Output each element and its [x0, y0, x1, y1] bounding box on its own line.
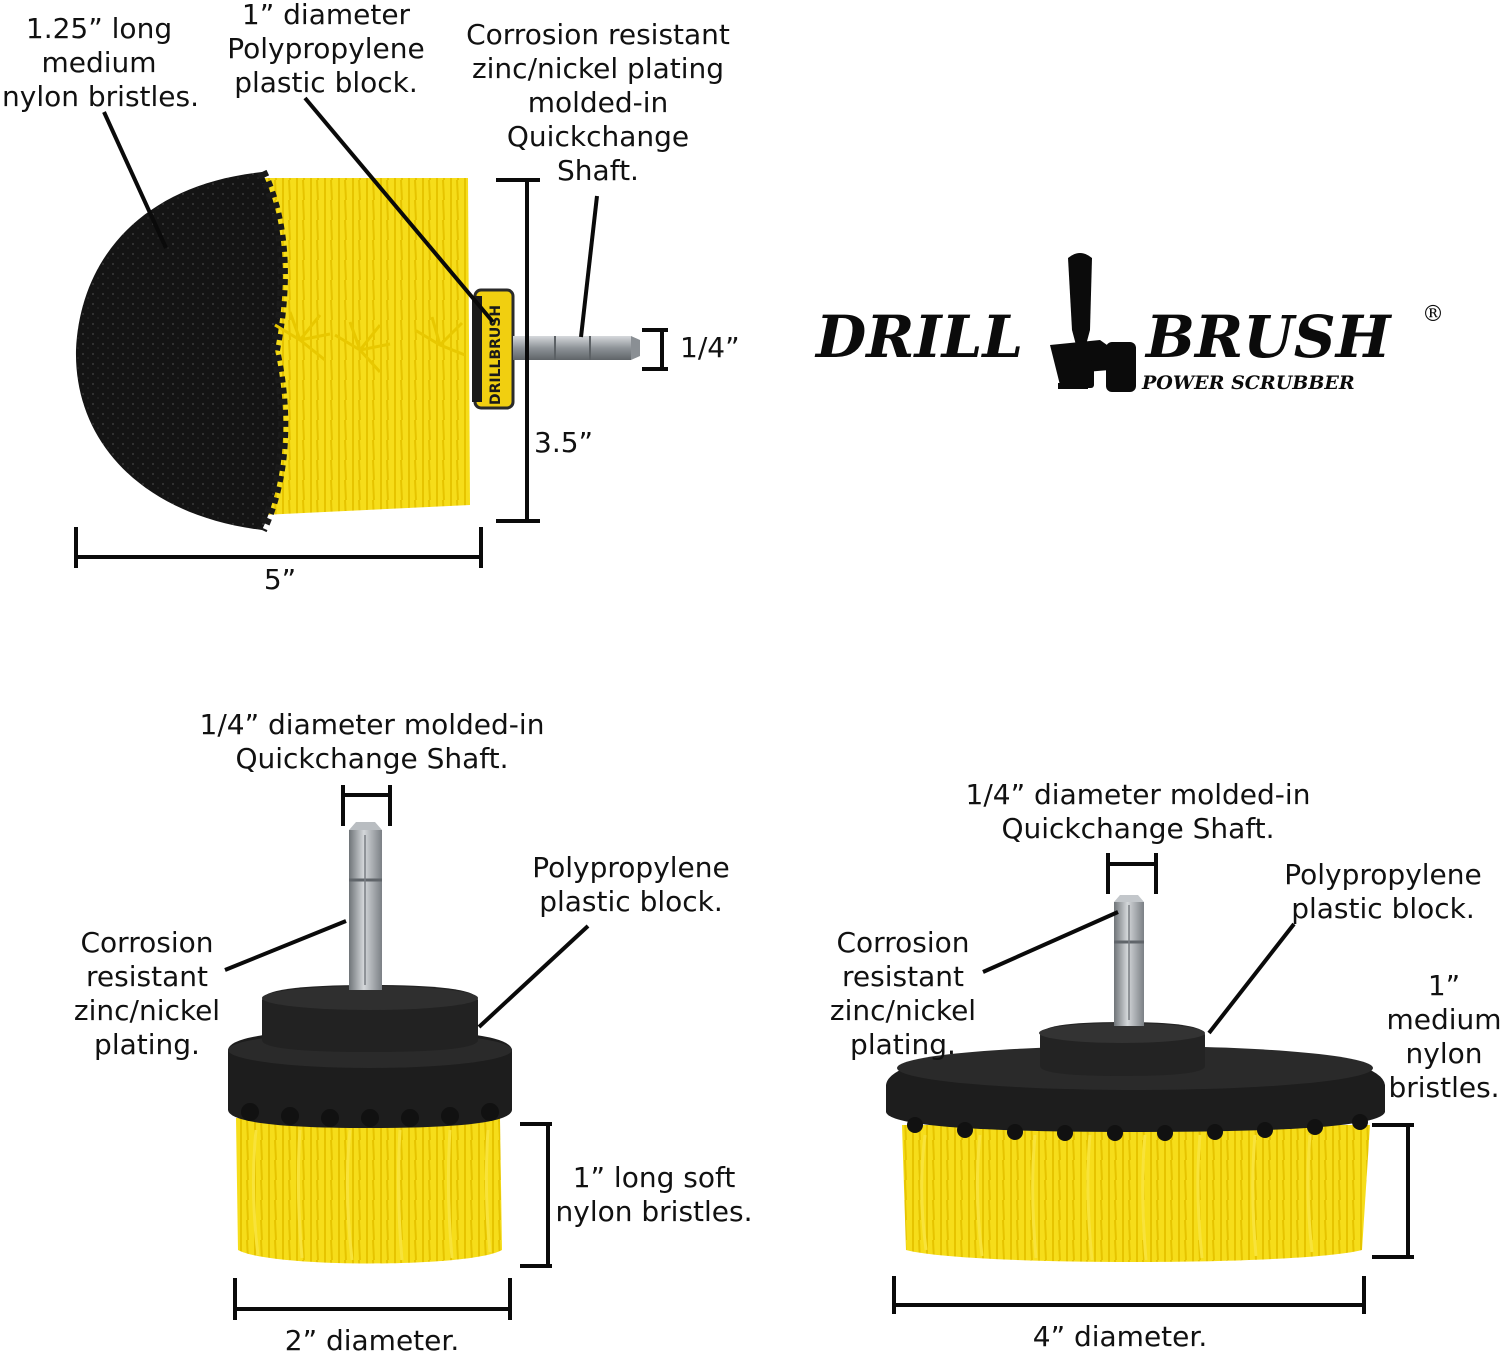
small-brush-bristles	[236, 1118, 502, 1264]
large-plating-label: Corrosion resistant zinc/nickel plating.	[829, 926, 977, 1061]
small-drill-brush	[228, 822, 512, 1264]
small-shaft-label: 1/4” diameter molded-in Quickchange Shaf…	[199, 708, 545, 775]
top-brush-black-bristles	[75, 172, 284, 530]
logo-word-brush: BRUSH	[1146, 303, 1391, 371]
logo-word-drill: DRILL	[816, 303, 1024, 371]
top-brush-imprint: DRILLBRUSH	[488, 305, 504, 405]
small-plating-label: Corrosion resistant zinc/nickel plating.	[73, 926, 221, 1061]
top-drill-brush: DRILLBRUSH	[75, 169, 640, 533]
logo-tagline: POWER SCRUBBER	[1142, 372, 1355, 394]
small-block-label: Polypropylene plastic block.	[532, 851, 730, 918]
top-width-dimension: 5”	[263, 563, 297, 596]
large-bristle-label: 1” medium nylon bristles.	[1386, 969, 1500, 1104]
large-shaft-label: 1/4” diameter molded-in Quickchange Shaf…	[965, 778, 1311, 845]
small-brush-dimensions	[224, 785, 590, 1320]
top-brush-dimensions	[74, 96, 668, 568]
top-shaft-dimension: 1/4”	[680, 331, 740, 364]
drill-brush-logo-icon	[1050, 253, 1136, 392]
top-shaft-label: Corrosion resistant zinc/nickel plating …	[466, 18, 730, 187]
large-diameter-label: 4” diameter.	[1032, 1320, 1208, 1353]
large-drill-brush	[886, 895, 1385, 1262]
top-bristle-label: 1.25” long medium nylon bristles.	[2, 12, 199, 113]
top-brush-shaft	[513, 336, 631, 360]
logo-registered-mark: ®	[1422, 302, 1444, 327]
small-diameter-label: 2” diameter.	[284, 1324, 460, 1357]
top-height-dimension: 3.5”	[534, 426, 594, 459]
top-brush-yellow-bristles	[262, 178, 470, 515]
large-brush-dimensions	[892, 853, 1414, 1314]
large-block-label: Polypropylene plastic block.	[1284, 858, 1482, 925]
top-block-label: 1” diameter Polypropylene plastic block.	[227, 0, 425, 99]
small-bristle-label: 1” long soft nylon bristles.	[555, 1161, 753, 1228]
large-brush-bristles	[902, 1125, 1370, 1262]
